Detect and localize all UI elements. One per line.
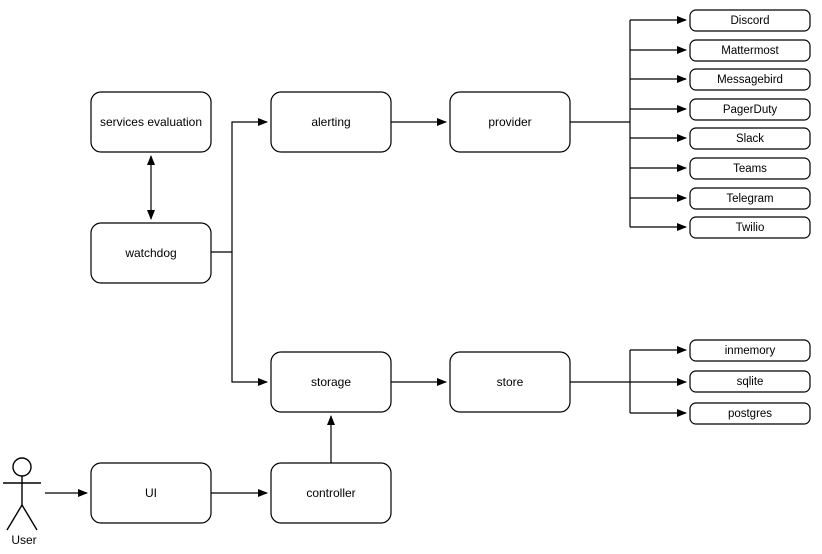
node-provider-teams[interactable]: Teams bbox=[689, 157, 811, 180]
node-provider-discord-label: Discord bbox=[731, 15, 770, 27]
node-store-postgres-label: postgres bbox=[728, 408, 772, 420]
node-provider-label: provider bbox=[488, 115, 531, 129]
node-provider-discord[interactable]: Discord bbox=[689, 9, 811, 32]
node-alerting-box[interactable] bbox=[270, 91, 392, 153]
node-provider-teams-box[interactable] bbox=[689, 157, 811, 180]
actor-head-icon bbox=[12, 457, 32, 477]
node-provider-telegram[interactable]: Telegram bbox=[689, 187, 811, 210]
node-provider-discord-box[interactable] bbox=[689, 9, 811, 32]
node-provider-mattermost-box[interactable] bbox=[689, 39, 811, 62]
node-store-sqlite-box[interactable] bbox=[689, 370, 811, 393]
node-ui-label: UI bbox=[145, 486, 157, 500]
node-store-inmemory-label: inmemory bbox=[725, 345, 776, 357]
node-provider-pagerduty[interactable]: PagerDuty bbox=[689, 98, 811, 121]
node-services-evaluation-label: services evaluation bbox=[100, 115, 202, 129]
node-provider-messagebird-label: Messagebird bbox=[717, 74, 783, 86]
node-ui[interactable]: UI bbox=[90, 462, 212, 524]
node-storage-box[interactable] bbox=[270, 351, 392, 413]
node-provider-slack[interactable]: Slack bbox=[689, 127, 811, 150]
node-store-box[interactable] bbox=[449, 351, 571, 413]
node-store-postgres-box[interactable] bbox=[689, 402, 811, 425]
node-alerting-label: alerting bbox=[311, 115, 350, 129]
node-controller-box[interactable] bbox=[270, 462, 392, 524]
node-store-inmemory[interactable]: inmemory bbox=[689, 339, 811, 362]
node-provider-telegram-label: Telegram bbox=[726, 193, 773, 205]
edge-watchdog-to-alerting bbox=[211, 118, 268, 253]
user-actor-label: User bbox=[11, 533, 36, 547]
node-alerting[interactable]: alerting bbox=[270, 91, 392, 153]
node-store-sqlite-label: sqlite bbox=[737, 376, 764, 388]
node-provider-telegram-box[interactable] bbox=[689, 187, 811, 210]
actor-leg-left bbox=[6, 504, 23, 531]
node-services-evaluation-box[interactable] bbox=[90, 91, 212, 153]
node-storage-label: storage bbox=[311, 375, 351, 389]
node-provider-twilio-label: Twilio bbox=[736, 222, 765, 234]
node-provider-teams-label: Teams bbox=[733, 163, 767, 175]
node-provider-box[interactable] bbox=[449, 91, 571, 153]
node-watchdog-label: watchdog bbox=[124, 246, 176, 260]
node-provider-pagerduty-box[interactable] bbox=[689, 98, 811, 121]
node-ui-box[interactable] bbox=[90, 462, 212, 524]
node-services-evaluation[interactable]: services evaluation bbox=[90, 91, 212, 153]
edge-watchdog-to-storage bbox=[231, 252, 268, 386]
node-provider-pagerduty-label: PagerDuty bbox=[723, 104, 778, 116]
node-provider-messagebird-box[interactable] bbox=[689, 68, 811, 91]
node-controller[interactable]: controller bbox=[270, 462, 392, 524]
node-provider-slack-box[interactable] bbox=[689, 127, 811, 150]
node-provider-mattermost[interactable]: Mattermost bbox=[689, 39, 811, 62]
node-provider-slack-label: Slack bbox=[736, 133, 764, 145]
node-store-sqlite[interactable]: sqlite bbox=[689, 370, 811, 393]
node-storage[interactable]: storage bbox=[270, 351, 392, 413]
node-provider-twilio[interactable]: Twilio bbox=[689, 216, 811, 239]
node-store[interactable]: store bbox=[449, 351, 571, 413]
node-store-inmemory-box[interactable] bbox=[689, 339, 811, 362]
node-provider-twilio-box[interactable] bbox=[689, 216, 811, 239]
actor-leg-right bbox=[21, 504, 38, 531]
node-provider-messagebird[interactable]: Messagebird bbox=[689, 68, 811, 91]
user-actor: User bbox=[3, 457, 41, 547]
node-controller-label: controller bbox=[306, 486, 355, 500]
node-watchdog[interactable]: watchdog bbox=[90, 222, 212, 284]
node-store-label: store bbox=[497, 375, 524, 389]
node-store-postgres[interactable]: postgres bbox=[689, 402, 811, 425]
node-provider-mattermost-label: Mattermost bbox=[721, 45, 779, 57]
node-provider[interactable]: provider bbox=[449, 91, 571, 153]
node-watchdog-box[interactable] bbox=[90, 222, 212, 284]
